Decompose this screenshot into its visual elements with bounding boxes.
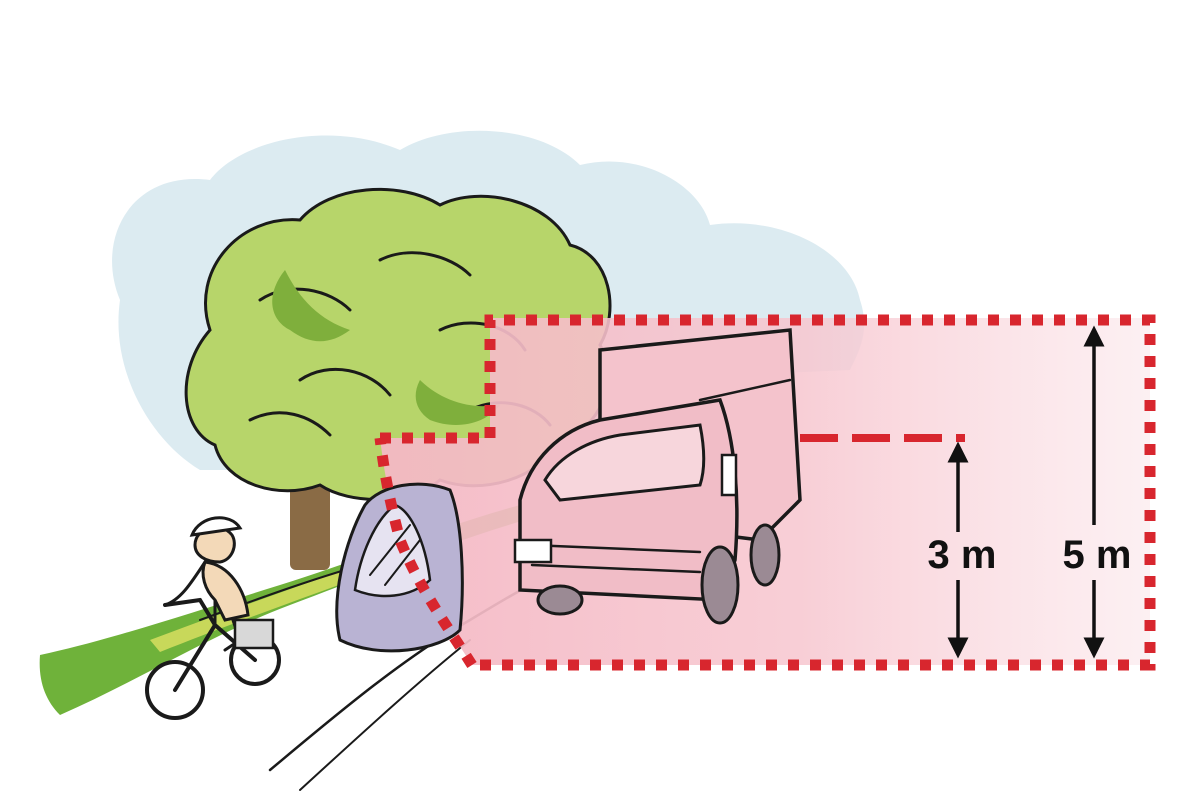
truck-icon <box>513 328 802 625</box>
clearance-3m-label: 3 m <box>928 533 997 577</box>
clearance-5m-label: 5 m <box>1063 533 1132 577</box>
cyclist-icon <box>145 516 281 720</box>
clearance-border <box>374 314 1156 671</box>
double-arrow-icon <box>947 325 1105 659</box>
